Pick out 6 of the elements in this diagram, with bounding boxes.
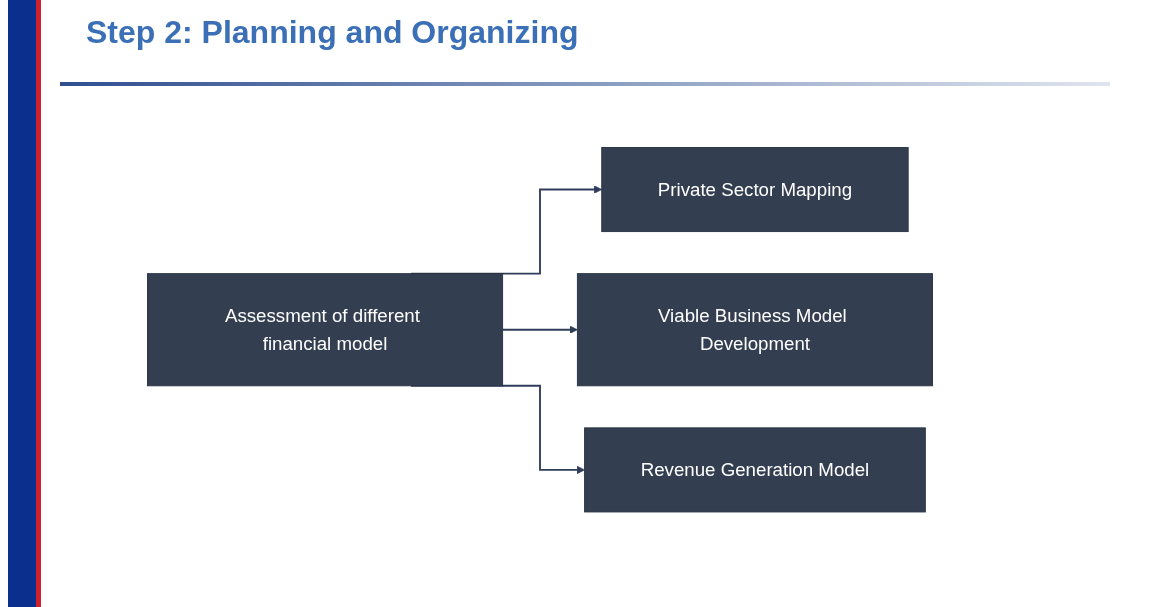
node-box: Private Sector Mapping xyxy=(601,147,909,233)
slide-title: Step 2: Planning and Organizing xyxy=(86,14,579,51)
arrow xyxy=(501,325,578,335)
node-box: Viable Business Model Development xyxy=(576,273,933,387)
node-box: Assessment of different financial model xyxy=(147,273,504,387)
node-box: Revenue Generation Model xyxy=(584,427,926,513)
